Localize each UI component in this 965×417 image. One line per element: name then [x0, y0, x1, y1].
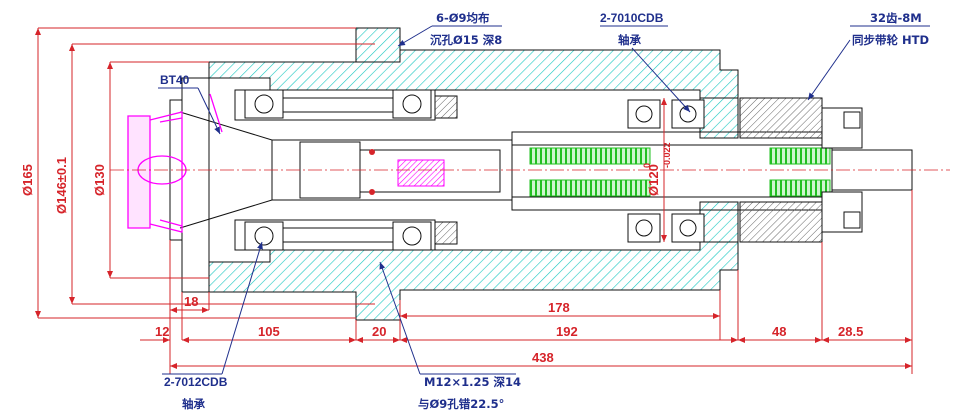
dim-105: 105 [258, 324, 280, 339]
callout-mount-holes-line2: 沉孔Ø15 深8 [430, 33, 502, 47]
callout-thread-spec: M12×1.25 深14 [424, 375, 521, 389]
diameter-dimension-lines [35, 27, 667, 319]
dim-20: 20 [372, 324, 386, 339]
dim-18: 18 [184, 294, 198, 309]
dim-d165: Ø165 [20, 164, 35, 196]
dim-178: 178 [548, 300, 570, 315]
callout-front-bearing-type: 轴承 [182, 397, 205, 411]
pull-stud-clamp [369, 149, 445, 195]
timing-pulley [739, 97, 863, 243]
dim-d130: Ø130 [92, 164, 107, 196]
spacer-sleeves [234, 89, 458, 251]
callout-rear-bearing-model: 2-7010CDB [600, 11, 664, 25]
callout-leaders [158, 25, 930, 375]
spindle-housing [169, 27, 739, 321]
callout-pulley-teeth: 32齿-8M [870, 11, 922, 25]
callout-rear-bearing-type: 轴承 [618, 33, 641, 47]
dim-48: 48 [772, 324, 786, 339]
drawbar-spring-stack [529, 147, 831, 197]
dim-12: 12 [155, 324, 169, 339]
dim-d146: Ø146±0.1 [54, 157, 69, 214]
callout-pulley-type: 同步带轮 HTD [852, 33, 929, 47]
callout-front-bearing-model: 2-7012CDB [164, 375, 228, 389]
rear-bearing-pair [627, 99, 705, 243]
dim-d120-tol-lower: -0.022 [662, 142, 672, 168]
dim-438: 438 [532, 350, 554, 365]
callout-thread-offset: 与Ø9孔错22.5° [418, 397, 504, 411]
length-dimension-lines [140, 190, 913, 374]
front-bearing-pair [244, 89, 432, 251]
dim-d120: Ø120 [646, 164, 661, 196]
bt40-tool-holder [127, 93, 223, 233]
dim-28-5: 28.5 [838, 324, 863, 339]
callout-taper-bt40: BT40 [160, 73, 190, 87]
dim-d120-tol-upper: 0 [642, 163, 652, 168]
callout-mount-holes-line1: 6-Ø9均布 [436, 11, 490, 25]
dim-192: 192 [556, 324, 578, 339]
